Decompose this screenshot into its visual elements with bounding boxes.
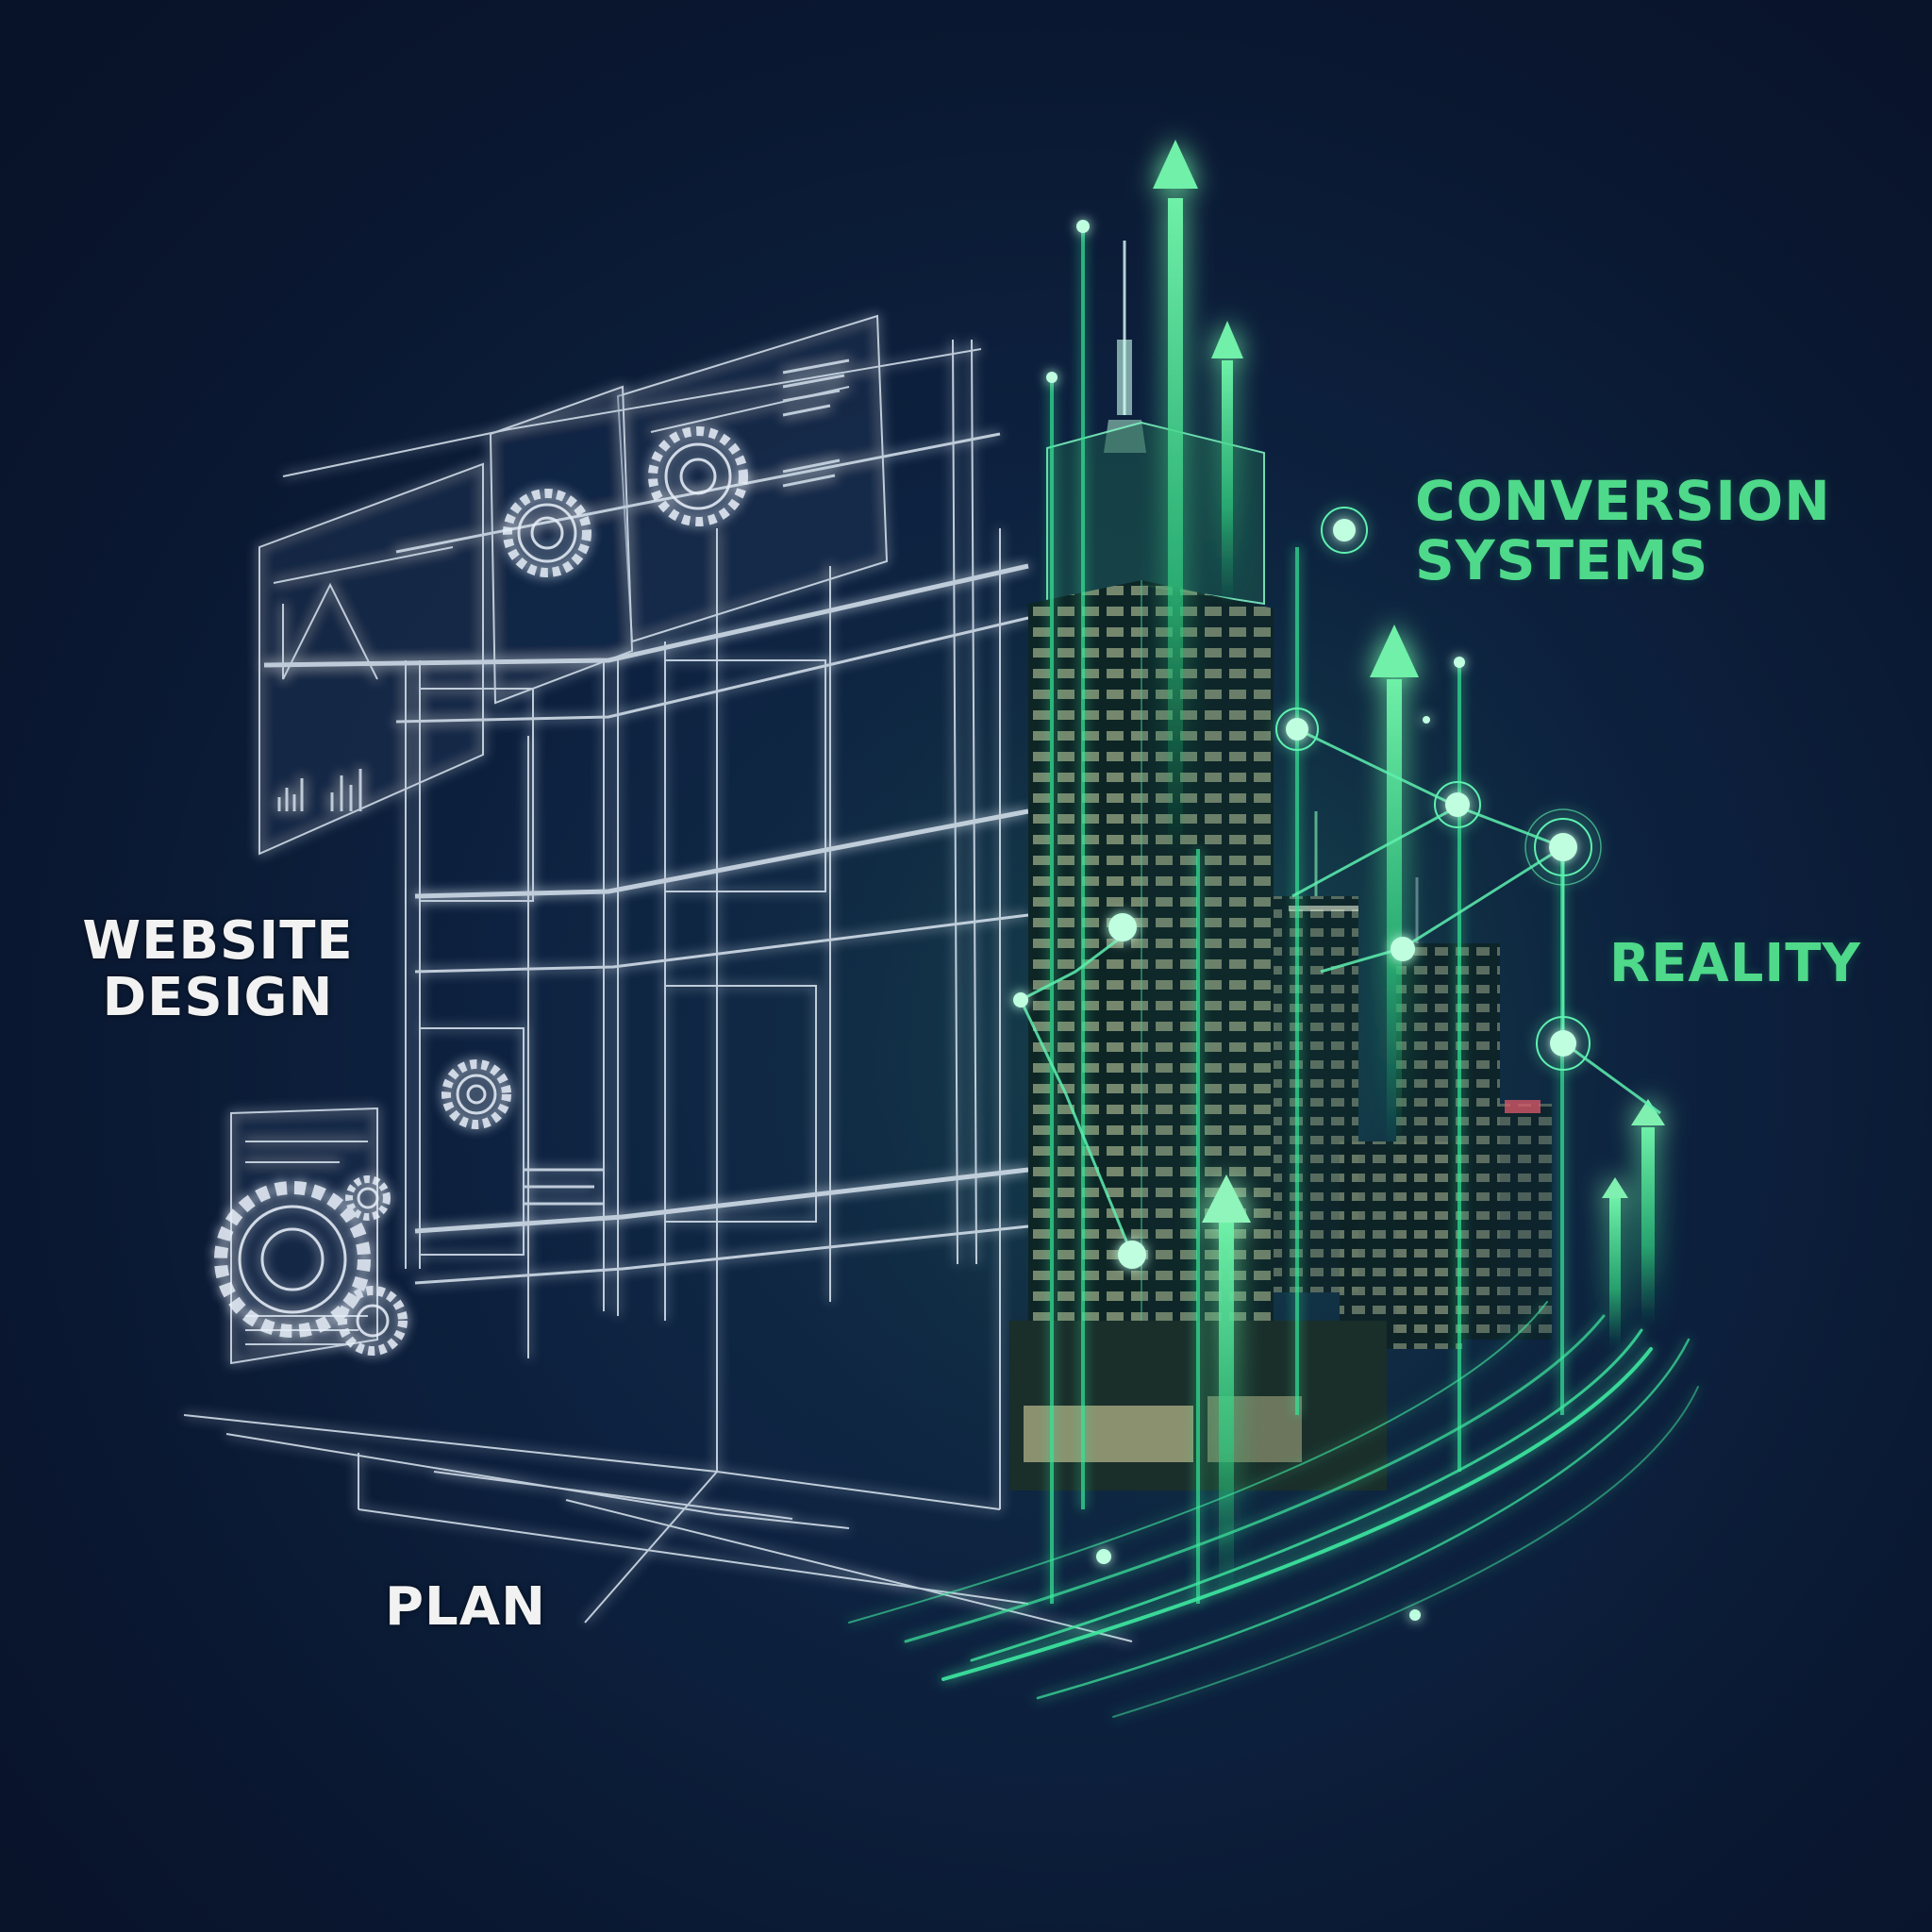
network-node [1321, 507, 1368, 554]
light-trails [848, 1301, 1699, 1718]
gear-icon-lower-large [214, 1181, 371, 1338]
gear-icon-lower-small-1 [345, 1175, 391, 1221]
gear-icon-lower-small-2 [338, 1286, 408, 1356]
arrow-up-right-mid [1370, 625, 1419, 1151]
network-node [1434, 781, 1481, 828]
gear-icon-top [503, 489, 591, 577]
gear-icon-panel [648, 426, 748, 526]
network-node [1013, 992, 1028, 1008]
growth-arrows [1153, 140, 1665, 1600]
network-node [1076, 220, 1090, 233]
gear-icon-center [441, 1059, 511, 1129]
network-node [1108, 913, 1137, 941]
network-node [1275, 708, 1319, 751]
network-nodes [1013, 220, 1602, 1621]
network-node [1409, 1609, 1421, 1621]
arrow-up-building [1202, 1174, 1251, 1600]
network-node [1536, 1016, 1591, 1071]
arrow-up-right-1 [1631, 1099, 1665, 1325]
arrow-up-right-2 [1602, 1177, 1628, 1349]
label-conversion-systems: CONVERSION SYSTEMS [1415, 469, 1831, 592]
wireframe-building [183, 314, 1133, 1642]
label-reality: REALITY [1609, 933, 1861, 994]
label-plan: PLAN [385, 1576, 546, 1638]
network-node [1423, 716, 1430, 724]
arrow-up-medium [1211, 321, 1243, 606]
network-node [1118, 1241, 1146, 1269]
network-node [1046, 372, 1058, 383]
label-website-design: WEBSITE DESIGN [82, 910, 354, 1029]
network-node [1454, 657, 1465, 668]
network-node [1391, 937, 1415, 961]
network-node [1096, 1549, 1111, 1564]
network-node [1524, 808, 1602, 886]
arrow-up-tall [1153, 140, 1198, 858]
